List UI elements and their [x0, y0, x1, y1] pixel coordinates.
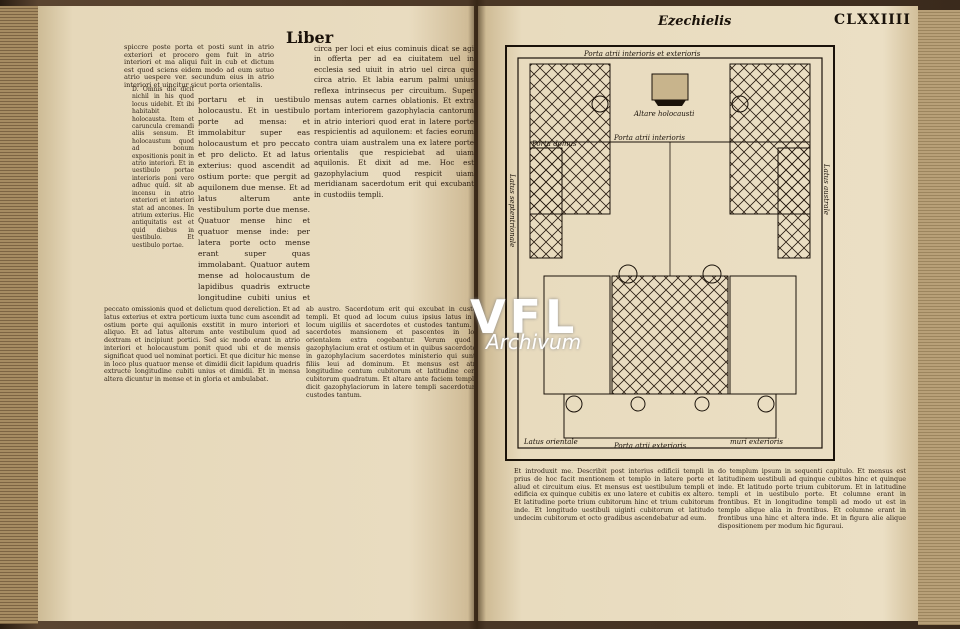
- outer-court-south: [563, 393, 777, 439]
- plan-label-right-side: Latus australe: [822, 163, 830, 215]
- gate-tower-icon: [702, 264, 722, 284]
- temple-plan-woodcut: Porta atrii interioris et exterioris Alt…: [504, 44, 836, 462]
- main-text-column-a: portaru et in uestibulo holocaustu. Et i…: [198, 95, 310, 302]
- outer-wall: [505, 45, 835, 461]
- plan-label-center: Altare holocausti: [633, 110, 694, 118]
- main-text-column-b: circa per loci et eius cominuis dicat se…: [314, 44, 474, 199]
- plan-label-bottom-left: Latus orientale: [523, 438, 578, 446]
- altar-icon: [651, 73, 689, 101]
- plan-label-bottom-center: Porta atrii exterioris: [613, 442, 687, 450]
- chamber-se: [729, 275, 797, 395]
- lattice-court-e: [777, 147, 811, 259]
- folio-number: CLXXIIII: [834, 12, 911, 28]
- book-gutter: [468, 0, 486, 629]
- left-page-edges: [0, 6, 38, 624]
- lattice-court-center: [611, 275, 729, 395]
- gate-tower-icon: [618, 264, 638, 284]
- lattice-court-w: [529, 147, 563, 259]
- running-head-left: Liber: [286, 28, 334, 47]
- gate-tower-icon: [694, 396, 710, 412]
- plan-label-left-top: Porta domus: [531, 140, 577, 148]
- plan-label-middle: Porta atrii interioris: [613, 134, 685, 142]
- gate-tower-icon: [731, 95, 749, 113]
- right-lower-text-a: Et introduxit me. Describit post interiu…: [514, 468, 714, 522]
- gate-tower-icon: [565, 395, 583, 413]
- lower-commentary-right: ab austro. Sacerdotum erit qui excubat i…: [306, 306, 474, 399]
- commentary-narrow-column: D. Omnis die dicit nichil in his quod lo…: [132, 86, 194, 249]
- watermark-subtitle: Archivum: [486, 330, 582, 354]
- right-lower-text-b: do templum ipsum in sequenti capitulo. E…: [718, 468, 906, 530]
- plan-label-left-side: Latus septentrionale: [508, 173, 516, 247]
- running-head-right: Ezechielis: [658, 14, 732, 29]
- altar-steps-icon: [654, 100, 686, 106]
- watermark-logo: VFL: [470, 290, 579, 344]
- plan-label-top: Porta atrii interioris et exterioris: [583, 50, 701, 58]
- right-page-edges: [918, 10, 960, 625]
- gate-tower-icon: [757, 395, 775, 413]
- commentary-top: spiccre poste porta et posti sunt in atr…: [124, 44, 274, 89]
- right-page: Ezechielis CLXXIIII: [478, 6, 918, 621]
- left-page: Liber spiccre poste porta et posti sunt …: [38, 6, 474, 621]
- temple-plan-svg: Porta atrii interioris et exterioris Alt…: [505, 45, 835, 461]
- lower-commentary-left: peccato omissionis quod et delictum quod…: [104, 306, 300, 384]
- plan-label-bottom-right: muri exterioris: [730, 438, 783, 446]
- gate-tower-icon: [591, 95, 609, 113]
- gate-tower-icon: [630, 396, 646, 412]
- inner-wall: [517, 57, 823, 449]
